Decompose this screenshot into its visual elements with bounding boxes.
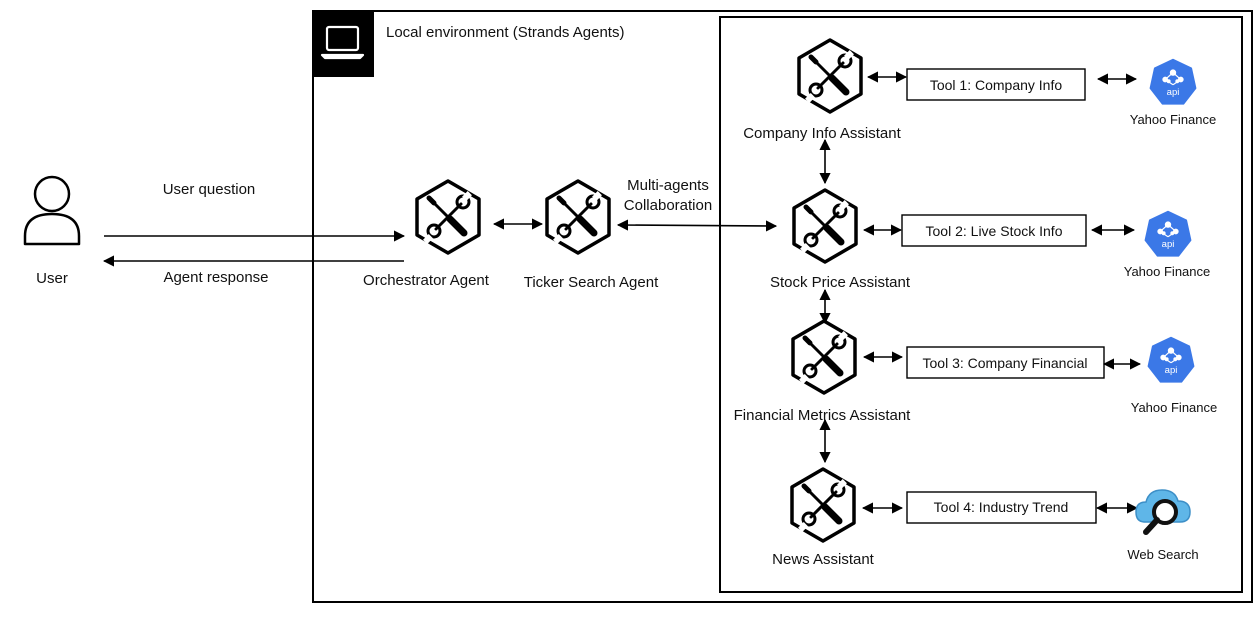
ticker-search-agent-icon	[547, 181, 609, 253]
api-icon	[1147, 336, 1195, 383]
news-assistant-icon	[792, 469, 854, 541]
financial-metrics-assistant-label: Financial Metrics Assistant	[734, 407, 912, 424]
news-assistant-label: News Assistant	[772, 551, 875, 568]
company-info-assistant-icon	[799, 40, 861, 112]
financial-metrics-assistant: Financial Metrics Assistant Tool 3: Comp…	[734, 321, 1218, 424]
api-icon	[1149, 58, 1197, 105]
tool-label: Tool 4: Industry Trend	[934, 499, 1069, 515]
ticker-search-agent-label: Ticker Search Agent	[524, 274, 659, 291]
web-search-icon	[1135, 489, 1191, 535]
tool-label: Tool 3: Company Financial	[923, 355, 1088, 371]
environment-badge	[313, 11, 374, 77]
user-icon	[23, 175, 81, 246]
tool-box	[906, 346, 1105, 379]
user-question-label: User question	[163, 181, 256, 198]
api-icon	[1144, 210, 1192, 257]
tool-label: Tool 2: Live Stock Info	[926, 223, 1063, 239]
stock-price-assistant-label: Stock Price Assistant	[770, 274, 911, 291]
company-info-assistant-label: Company Info Assistant	[743, 125, 901, 142]
local-environment-frame	[312, 10, 1253, 603]
tool-box	[901, 214, 1087, 247]
service-label: Yahoo Finance	[1124, 264, 1211, 279]
stock-price-assistant-icon	[794, 190, 856, 262]
collaboration-label-line2: Collaboration	[624, 197, 712, 214]
collaboration-arrow	[616, 219, 778, 232]
collaboration-label-line1: Multi-agents	[627, 177, 709, 194]
assistants-group-frame	[719, 16, 1243, 593]
environment-title: Local environment (Strands Agents)	[386, 24, 624, 41]
service-label: Web Search	[1127, 547, 1198, 562]
tool-box	[906, 68, 1086, 101]
service-label: Yahoo Finance	[1130, 112, 1217, 127]
service-label: Yahoo Finance	[1131, 400, 1218, 415]
agent-response-label: Agent response	[163, 269, 268, 286]
company-info-assistant: Company Info Assistant Tool 1: Company I…	[743, 40, 1216, 142]
orchestrator-agent-label: Orchestrator Agent	[363, 272, 490, 289]
orchestrator-agent-icon	[417, 181, 479, 253]
news-assistant: News Assistant Tool 4: Industry Trend We…	[772, 469, 1199, 568]
laptop-icon	[320, 25, 365, 60]
stock-price-assistant: Stock Price Assistant Tool 2: Live Stock…	[770, 190, 1210, 291]
user-label: User	[36, 270, 68, 287]
financial-metrics-assistant-icon	[793, 321, 855, 393]
tool-label: Tool 1: Company Info	[930, 77, 1063, 93]
